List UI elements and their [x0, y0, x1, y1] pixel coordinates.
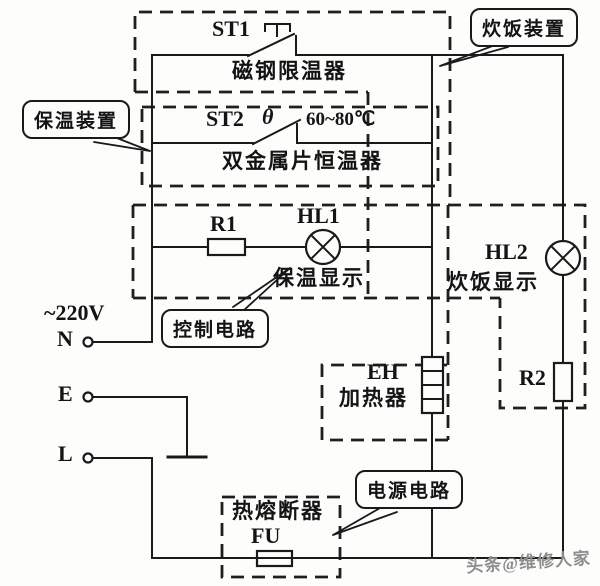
eh-name-label: 加热器	[339, 386, 408, 410]
hl1-lamp-icon	[304, 228, 342, 266]
st2-label: ST2	[206, 106, 244, 131]
st2-switch-icon	[251, 118, 302, 146]
st2-temp-range-label: 60~80℃	[306, 109, 376, 130]
warming-device-dashed-box	[140, 105, 440, 188]
st1-name-label: 磁钢限温器	[232, 59, 347, 83]
power-circuit-callout: 电源电路	[355, 470, 464, 509]
st1-switch-icon	[246, 23, 297, 58]
r2-resistor-icon	[552, 361, 574, 403]
fu-fuse-icon	[255, 549, 294, 568]
voltage-label: ~220V	[44, 300, 105, 325]
earth-label: E	[58, 381, 73, 406]
control-circuit-callout: 控制电路	[161, 309, 270, 348]
terminal-n-icon	[82, 336, 94, 348]
r2-label: R2	[519, 365, 546, 390]
terminal-e-icon	[82, 391, 94, 403]
r1-resistor-icon	[206, 237, 247, 257]
st2-name-label: 双金属片恒温器	[222, 149, 383, 173]
fu-label: FU	[251, 523, 281, 548]
hl2-lamp-icon	[544, 239, 582, 277]
st1-label: ST1	[212, 16, 250, 41]
cooking-display-dashed-box	[446, 203, 587, 440]
cooking-device-dashed-outline	[133, 10, 452, 298]
warming-device-callout: 保温装置	[22, 100, 131, 139]
fuse-dashed-box	[220, 495, 342, 579]
control-circuit-dashed-box	[131, 203, 500, 300]
terminal-l-icon	[82, 452, 94, 464]
neutral-label: N	[57, 326, 73, 351]
st2-theta-label: θ	[262, 104, 274, 129]
eh-label: EH	[367, 359, 399, 384]
hl1-caption-label: 保温显示	[273, 266, 365, 290]
fu-name-label: 热熔断器	[232, 499, 324, 523]
eh-heater-icon	[420, 355, 445, 415]
circuit-wires	[92, 54, 564, 559]
r1-label: R1	[210, 211, 237, 236]
line-label: L	[58, 441, 73, 466]
hl2-caption-label: 炊饭显示	[447, 270, 539, 294]
hl2-label: HL2	[485, 239, 528, 264]
hl1-label: HL1	[297, 203, 340, 228]
cooking-device-callout: 炊饭装置	[470, 8, 579, 47]
heater-dashed-box	[320, 363, 448, 442]
